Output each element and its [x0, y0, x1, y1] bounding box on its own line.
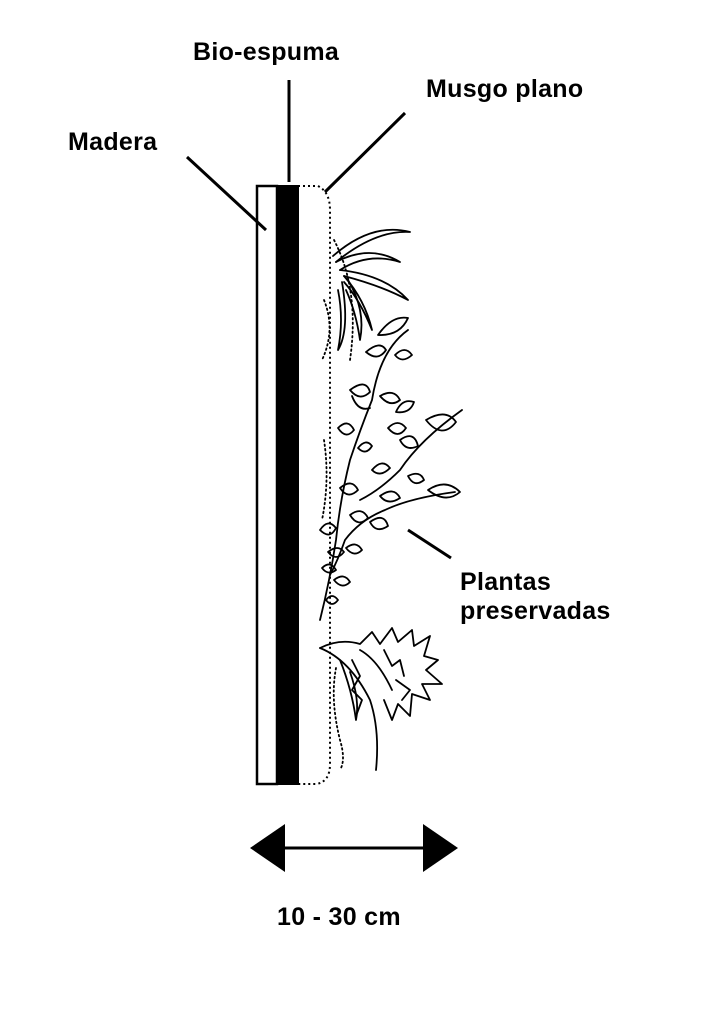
preserved-plants-label-line1: Plantas: [460, 568, 552, 596]
arrow-left-head: [250, 824, 285, 872]
wood-label: Madera: [68, 128, 158, 156]
wood-leader-line: [185, 155, 268, 232]
arrow-right-head: [423, 824, 458, 872]
flat-moss-label: Musgo plano: [426, 75, 584, 103]
moss-dotted-curve: [333, 239, 354, 361]
preserved-plants-label-line2: preservadas: [460, 597, 611, 625]
dimension-arrow: [250, 824, 458, 872]
wood-layer: [255, 184, 279, 786]
dimension-label: 10 - 30 cm: [277, 903, 401, 931]
preserved-plants-label: Plantas preservadas: [460, 568, 611, 626]
bio-foam-layer: [276, 185, 299, 785]
moss-leader-line: [323, 111, 407, 194]
preserved-plants-illustration: [319, 228, 463, 771]
flat-moss-layer: [298, 185, 331, 785]
bio-foam-label: Bio-espuma: [193, 38, 340, 66]
plants-leader-line: [407, 528, 452, 560]
